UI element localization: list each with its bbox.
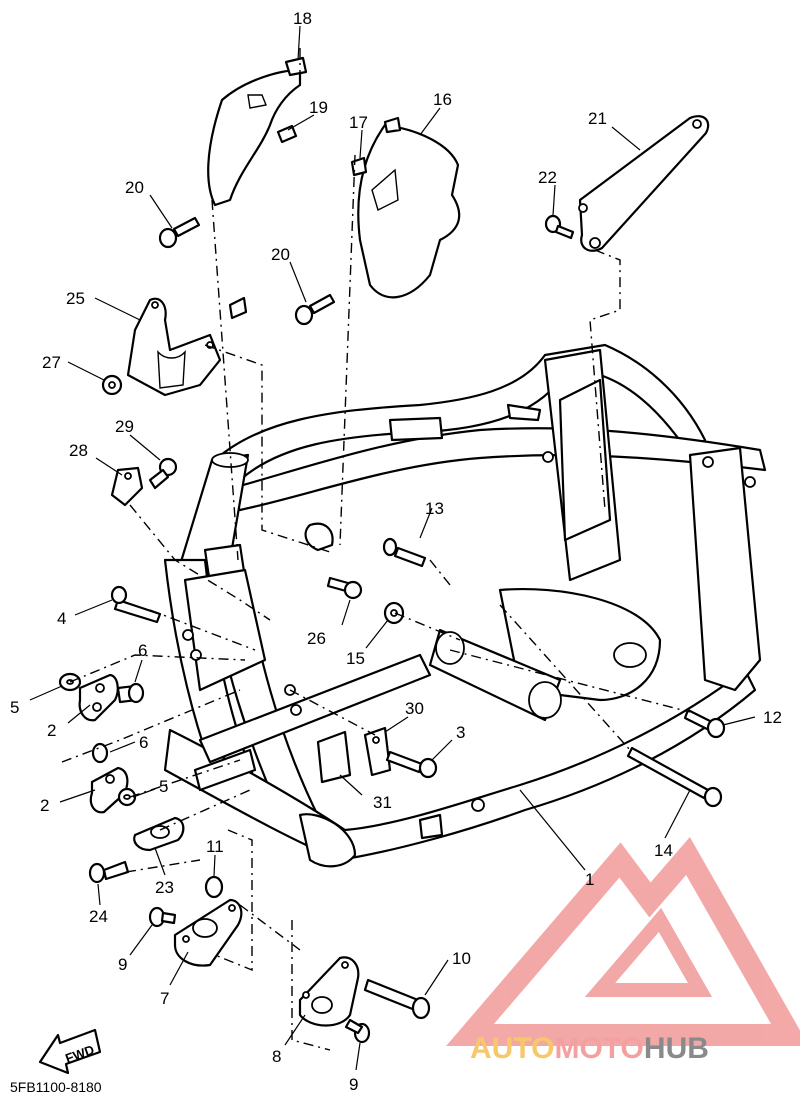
watermark-hub: HUB [644,1032,709,1065]
bolt-29 [148,457,178,490]
bolt-13 [382,537,427,568]
callout-21: 21 [588,109,607,128]
callout-15: 15 [346,649,365,668]
callout-1: 1 [585,870,594,889]
diagram-code: 5FB1100-8180 [10,1079,102,1095]
callout-22: 22 [538,168,557,187]
washer-5-lower [117,787,137,807]
bolt-22 [544,214,575,240]
callout-labels: 18 19 16 17 21 20 22 20 25 27 29 28 13 4… [10,9,782,1094]
callout-16: 16 [433,90,452,109]
callout-11: 11 [206,837,224,856]
leader-lines [29,25,756,1071]
automotohub-wordmark: AUTOMOTOHUB [470,1032,709,1065]
engine-mount-plate-lower [89,766,129,814]
bolt-26 [326,576,363,600]
callout-23: 23 [155,878,174,897]
callout-12: 12 [763,708,782,727]
callout-2-lower: 2 [40,796,49,815]
cover-18 [207,56,308,207]
clip-17 [350,156,368,177]
bolt-14 [626,746,723,808]
bracket-30 [363,726,392,777]
callout-8: 8 [272,1047,281,1066]
bracket-21 [578,115,710,252]
callout-10: 10 [452,949,471,968]
assembly-lines [61,45,691,1051]
callout-6-lower: 6 [139,733,148,752]
bolt-12 [683,708,726,739]
callout-20-lower: 20 [271,245,290,264]
bolt-20-upper [158,216,201,249]
callout-17: 17 [349,113,368,132]
bracket-23 [133,816,185,852]
callout-25: 25 [66,289,85,308]
bolt-24 [88,860,130,884]
callout-9-right: 9 [349,1075,358,1094]
callout-26: 26 [307,629,326,648]
callout-30: 30 [405,699,424,718]
callout-2-upper: 2 [47,721,56,740]
callout-4: 4 [57,609,66,628]
callout-9-left: 9 [118,955,127,974]
callout-29: 29 [115,417,134,436]
watermark-auto: AUTO [470,1032,554,1065]
callout-3: 3 [456,723,465,742]
callout-14: 14 [654,841,673,860]
bracket-25 [126,296,248,397]
callout-20-upper: 20 [125,178,144,197]
svg-text:AUTOMOTOHUB: AUTOMOTOHUB [470,1032,709,1065]
engine-mount-plate-8 [298,956,360,1027]
cover-16 [357,116,461,299]
clip-19 [276,124,298,144]
bolt-20-lower [294,293,336,326]
bolt-9-right [344,1018,371,1044]
grommet-27 [101,374,123,396]
fwd-arrow: FWD [38,1028,102,1075]
bracket-28 [110,466,144,507]
washer-11 [204,875,224,899]
callout-18: 18 [293,9,312,28]
callout-28: 28 [69,441,88,460]
callout-24: 24 [89,907,108,926]
bolt-6-upper [116,682,145,704]
main-frame [163,343,767,868]
callout-7: 7 [160,989,169,1008]
callout-19: 19 [309,98,328,117]
washer-15 [383,601,405,625]
callout-6-upper: 6 [138,641,147,660]
automotohub-logo [446,837,800,1046]
engine-mount-plate-upper [78,673,119,722]
bolt-9-left [148,906,177,928]
watermark-moto: MOTO [554,1032,643,1065]
callout-13: 13 [425,499,444,518]
callout-5-upper: 5 [10,698,19,717]
bolt-6-lower [91,742,109,764]
engine-mount-plate-7 [173,898,243,967]
bolt-4 [110,585,162,624]
plate-31 [316,730,352,784]
callout-27: 27 [42,353,61,372]
bolt-3 [385,750,438,779]
bolt-10 [363,978,431,1020]
callout-5-lower: 5 [159,777,168,796]
callout-31: 31 [373,793,392,812]
